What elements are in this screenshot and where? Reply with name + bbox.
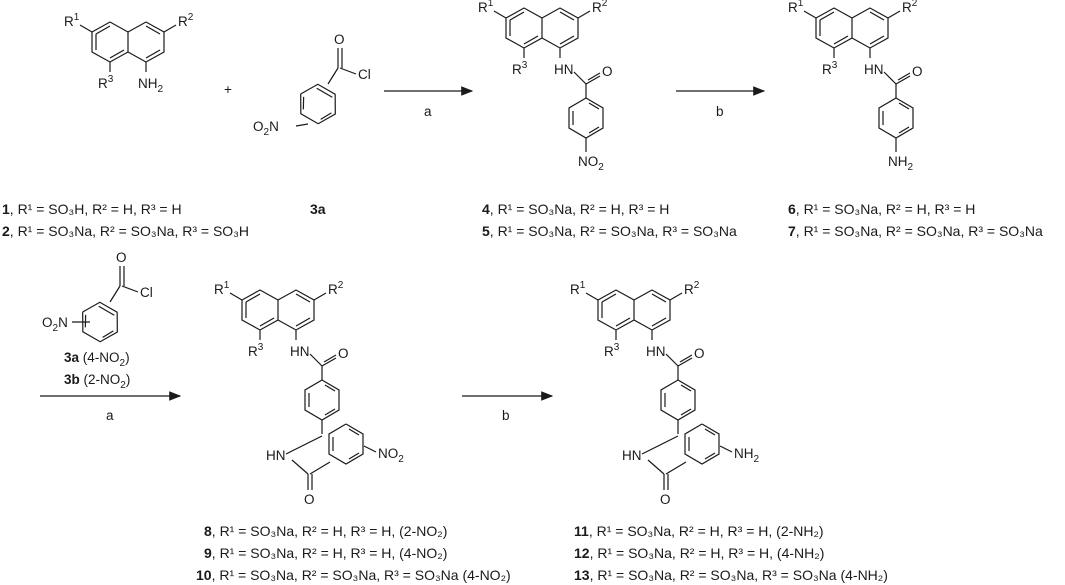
caption-5: 5, R¹ = SO₃Na, R² = SO₃Na, R³ = SO₃Na: [482, 223, 737, 239]
r3-label: R3: [98, 74, 114, 91]
compound-8-structure: R1 R2 R3 HN O HN O NO2: [214, 280, 404, 507]
svg-text:R1: R1: [478, 0, 494, 15]
svg-text:HN: HN: [266, 448, 286, 463]
caption-11: 11, R¹ = SO₃Na, R² = H, R³ = H, (2-NH₂): [574, 523, 824, 539]
svg-text:HN: HN: [290, 344, 310, 359]
r2-label: R2: [178, 12, 194, 29]
caption-9: 9, R¹ = SO₃Na, R² = H, R³ = H, (4-NO₂): [204, 545, 447, 561]
caption-12: 12, R¹ = SO₃Na, R² = H, R³ = H, (4-NH₂): [574, 545, 824, 561]
r1-label: R1: [64, 12, 80, 29]
caption-8: 8, R¹ = SO₃Na, R² = H, R³ = H, (2-NO₂): [204, 523, 447, 539]
nh2-label: NH2: [138, 76, 164, 95]
svg-text:R2: R2: [328, 280, 344, 297]
plus-sign: +: [224, 82, 232, 97]
svg-text:HN: HN: [864, 62, 884, 77]
svg-text:NO2: NO2: [578, 154, 604, 173]
svg-text:R1: R1: [788, 0, 804, 15]
svg-text:R3: R3: [512, 60, 528, 77]
svg-text:R2: R2: [592, 0, 608, 15]
o2n-label: O2N: [253, 119, 279, 138]
compound-11-structure: R1 R2 R3 HN O HN O NH2: [570, 280, 760, 507]
caption-3a: 3a: [310, 201, 326, 217]
carbonyl-o-label: O: [334, 32, 345, 47]
svg-text:Cl: Cl: [140, 285, 153, 300]
compound-1-structure: R1 R2 R3 NH2: [64, 12, 194, 95]
caption-7: 7, R¹ = SO₃Na, R² = SO₃Na, R³ = SO₃Na: [788, 223, 1043, 239]
svg-text:O: O: [912, 64, 923, 79]
svg-text:R2: R2: [902, 0, 918, 15]
compound-4-structure: R1 R2 R3 HN O NO2: [478, 0, 613, 173]
caption-2: 2, R¹ = SO₃Na, R² = SO₃Na, R³ = SO₃H: [2, 223, 249, 239]
svg-text:NH2: NH2: [888, 154, 914, 173]
svg-text:R3: R3: [822, 60, 838, 77]
svg-text:NH2: NH2: [734, 446, 760, 465]
svg-text:O2N: O2N: [42, 315, 68, 334]
caption-6: 6, R¹ = SO₃Na, R² = H, R³ = H: [788, 201, 975, 217]
caption-1: 1, R¹ = SO₃H, R² = H, R³ = H: [2, 201, 182, 217]
reagent-3-generic: O Cl O2N: [42, 250, 153, 348]
step-b-label-top: b: [716, 104, 724, 119]
svg-text:O: O: [116, 250, 127, 265]
svg-text:O: O: [660, 492, 671, 507]
svg-text:O: O: [602, 64, 613, 79]
svg-text:R3: R3: [604, 342, 620, 359]
caption-13: 13, R¹ = SO₃Na, R² = SO₃Na, R³ = SO₃Na (…: [574, 567, 888, 583]
reagent-3a-label: 3a (4-NO2): [64, 350, 130, 369]
step-a-label-top: a: [424, 104, 432, 119]
step-b-label-bottom: b: [502, 408, 510, 423]
reagent-3b-label: 3b (2-NO2): [64, 372, 130, 391]
step-a-label-bottom: a: [106, 408, 114, 423]
svg-text:O: O: [694, 346, 705, 361]
svg-text:HN: HN: [646, 344, 666, 359]
chloride-label: Cl: [358, 67, 371, 82]
caption-10: 10, R¹ = SO₃Na, R² = SO₃Na, R³ = SO₃Na (…: [196, 567, 511, 583]
svg-text:R1: R1: [570, 280, 586, 297]
svg-text:R2: R2: [684, 280, 700, 297]
svg-text:R1: R1: [214, 280, 230, 297]
svg-text:NO2: NO2: [378, 446, 404, 465]
compound-6-structure: R1 R2 R3 HN O NH2: [788, 0, 923, 173]
svg-text:O: O: [304, 492, 315, 507]
svg-text:HN: HN: [622, 448, 642, 463]
caption-4: 4, R¹ = SO₃Na, R² = H, R³ = H: [482, 201, 669, 217]
svg-text:O: O: [338, 346, 349, 361]
svg-text:R3: R3: [248, 342, 264, 359]
svg-text:HN: HN: [554, 62, 574, 77]
compound-3a-structure: O Cl O2N: [253, 32, 371, 138]
